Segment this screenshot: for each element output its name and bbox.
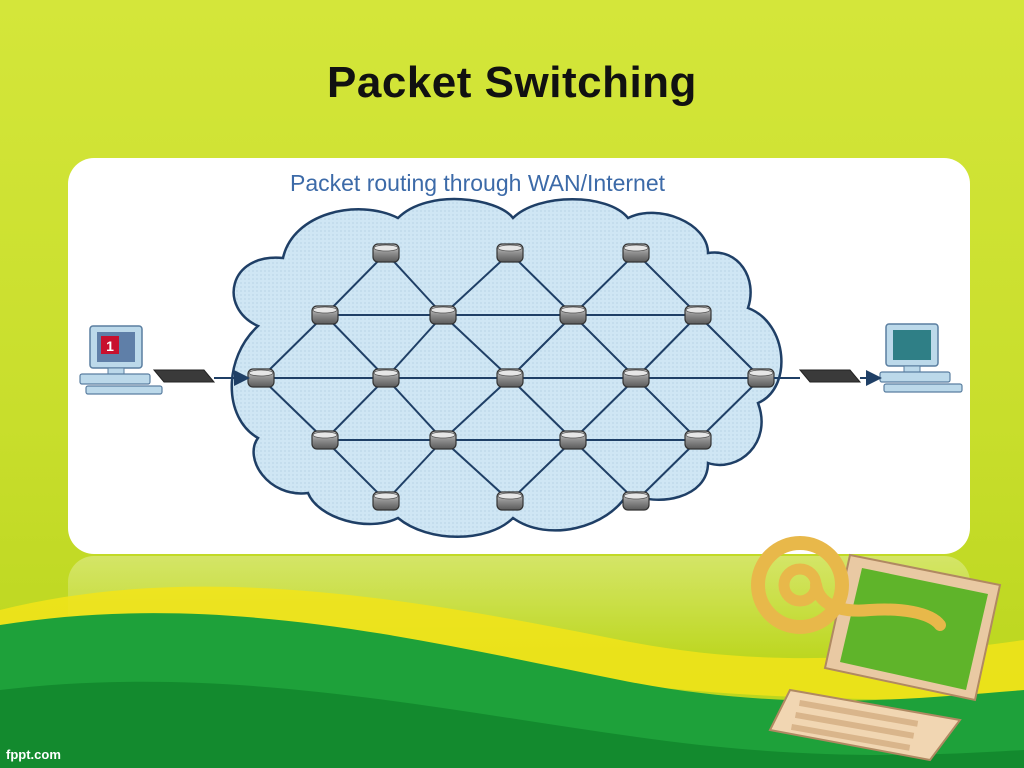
packet-routing-diagram: 1 (79, 197, 963, 538)
router-node-icon (496, 491, 524, 511)
router-node-icon (372, 368, 400, 388)
router-node-icon (429, 430, 457, 450)
footer-brand: fppt.com (6, 747, 61, 762)
network-link (385, 439, 444, 502)
network-link (385, 377, 444, 441)
network-link (635, 377, 699, 441)
router-node-icon (429, 305, 457, 325)
network-link (385, 314, 444, 379)
network-link (572, 314, 637, 379)
sender-modem-icon (152, 369, 250, 386)
network-link (509, 377, 574, 441)
sender-computer-icon: 1 (79, 325, 163, 395)
diagram-caption: Packet routing through WAN/Internet (290, 170, 666, 196)
network-link (697, 377, 762, 441)
network-link (572, 252, 637, 316)
network-link (260, 377, 326, 441)
router-node-icon (559, 430, 587, 450)
network-link (324, 439, 387, 502)
router-node-icon (311, 430, 339, 450)
network-link (509, 439, 574, 502)
dark-green-wave (0, 681, 1024, 768)
router-node-icon (747, 368, 775, 388)
network-link (260, 314, 326, 379)
network-link (324, 314, 387, 379)
network-link (385, 252, 444, 316)
router-node-icon (496, 368, 524, 388)
network-link (635, 252, 699, 316)
panel-reflection (68, 556, 970, 656)
receiver-modem-icon (774, 369, 882, 386)
network-link (572, 377, 637, 441)
network-link (324, 252, 387, 316)
network-link (324, 377, 387, 441)
network-link (697, 314, 762, 379)
slide-title: Packet Switching (327, 58, 697, 107)
network-links (260, 252, 762, 502)
network-link (442, 439, 511, 502)
router-node-icon (247, 368, 275, 388)
router-node-icon (559, 305, 587, 325)
wan-cloud (230, 197, 783, 538)
router-node-icon (622, 243, 650, 263)
receiver-computer-icon (879, 323, 963, 393)
router-nodes (247, 243, 775, 511)
network-link (572, 439, 637, 502)
network-link (442, 252, 511, 316)
router-node-icon (684, 305, 712, 325)
network-link (509, 252, 574, 316)
network-link (635, 314, 699, 379)
router-node-icon (622, 368, 650, 388)
network-link (509, 314, 574, 379)
router-node-icon (372, 491, 400, 511)
router-node-icon (311, 305, 339, 325)
sender-label: 1 (106, 338, 114, 354)
router-node-icon (372, 243, 400, 263)
network-link (635, 439, 699, 502)
network-link (442, 314, 511, 379)
router-node-icon (496, 243, 524, 263)
router-node-icon (622, 491, 650, 511)
router-node-icon (684, 430, 712, 450)
network-link (442, 377, 511, 441)
